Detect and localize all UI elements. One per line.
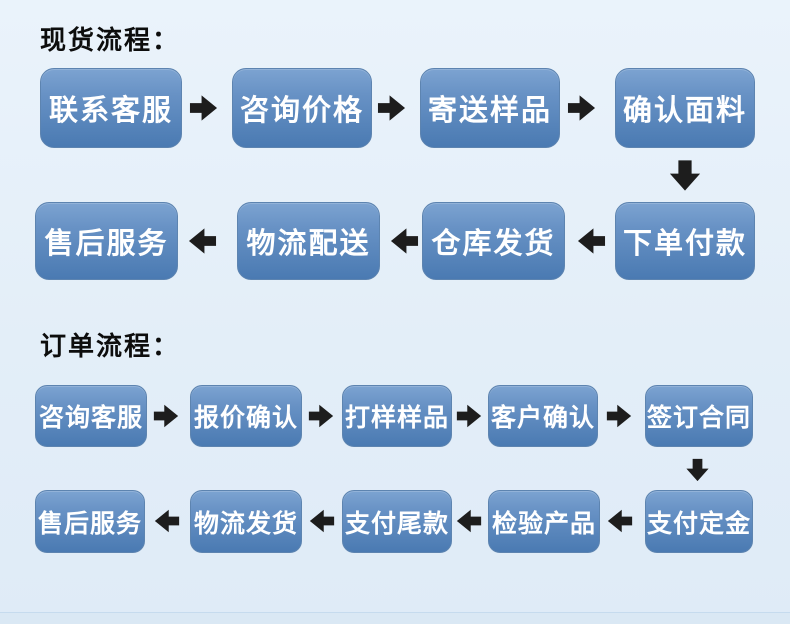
flow-step-consult-service: 咨询客服	[35, 385, 147, 447]
arrow-right-icon	[567, 95, 596, 121]
arrow-right-icon	[606, 404, 632, 428]
arrow-right-icon	[189, 95, 218, 121]
flow-step-after-sales-service-order: 售后服务	[35, 490, 145, 553]
arrow-right-icon	[456, 404, 482, 428]
flow-step-inquire-price: 咨询价格	[232, 68, 372, 148]
flow-step-sign-contract: 签订合同	[645, 385, 753, 447]
section-title-order-process: 订单流程：	[40, 332, 181, 362]
arrow-right-icon	[377, 95, 406, 121]
arrow-left-icon	[309, 509, 335, 533]
flow-step-confirm-fabric: 确认面料	[615, 68, 755, 148]
arrow-left-icon	[154, 509, 180, 533]
arrow-right-icon	[308, 404, 334, 428]
flow-step-customer-confirmation: 客户确认	[488, 385, 598, 447]
arrow-down-icon	[686, 458, 709, 482]
flow-step-logistics-shipping: 物流发货	[190, 490, 302, 553]
arrow-left-icon	[456, 509, 482, 533]
flow-step-pay-balance: 支付尾款	[342, 490, 452, 553]
arrow-left-icon	[390, 228, 419, 254]
arrow-left-icon	[188, 228, 217, 254]
flow-step-pay-deposit: 支付定金	[645, 490, 753, 553]
flow-step-order-payment: 下单付款	[615, 202, 755, 280]
arrow-left-icon	[607, 509, 633, 533]
flow-step-after-sales-service: 售后服务	[35, 202, 178, 280]
flow-step-warehouse-shipping: 仓库发货	[422, 202, 565, 280]
arrow-down-icon	[669, 160, 701, 191]
bottom-edge-strip	[0, 612, 790, 624]
flow-step-logistics-delivery: 物流配送	[237, 202, 380, 280]
arrow-left-icon	[577, 228, 606, 254]
flow-step-proofing-sample: 打样样品	[342, 385, 452, 447]
flow-step-quote-confirmation: 报价确认	[190, 385, 302, 447]
arrow-right-icon	[153, 404, 179, 428]
flow-step-contact-service: 联系客服	[40, 68, 182, 148]
section-title-spot-process: 现货流程：	[40, 26, 181, 56]
flow-step-send-samples: 寄送样品	[420, 68, 560, 148]
flow-step-inspect-products: 检验产品	[488, 490, 600, 553]
